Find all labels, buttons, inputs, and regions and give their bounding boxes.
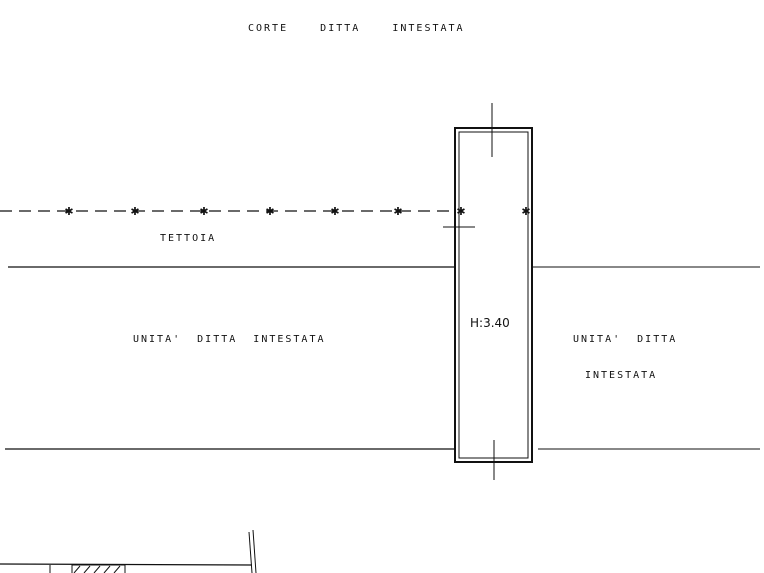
bottom-wall [0, 563, 253, 566]
post-marker: ✱ [130, 205, 139, 218]
canopy-posts: ✱ ✱ ✱ ✱ ✱ ✱ ✱ ✱ [64, 205, 530, 218]
post-marker: ✱ [199, 205, 208, 218]
post-marker: ✱ [393, 205, 402, 218]
post-marker: ✱ [330, 205, 339, 218]
room-height-label: H:3.40 [470, 316, 510, 330]
post-marker: ✱ [265, 205, 274, 218]
hatched-wall [71, 564, 126, 573]
unit-right-label-line2: INTESTATA [585, 370, 658, 381]
post-marker: ✱ [456, 205, 465, 218]
room-inner-wall [458, 131, 529, 459]
post-marker: ✱ [521, 205, 530, 218]
courtyard-label: CORTE DITTA INTESTATA [248, 23, 465, 34]
post-marker: ✱ [64, 205, 73, 218]
unit-right-label-line1: UNITA' DITTA [573, 334, 678, 345]
unit-left-label: UNITA' DITTA INTESTATA [133, 334, 326, 345]
room-outer-wall [454, 127, 533, 463]
canopy-label: TETTOIA [160, 233, 217, 244]
